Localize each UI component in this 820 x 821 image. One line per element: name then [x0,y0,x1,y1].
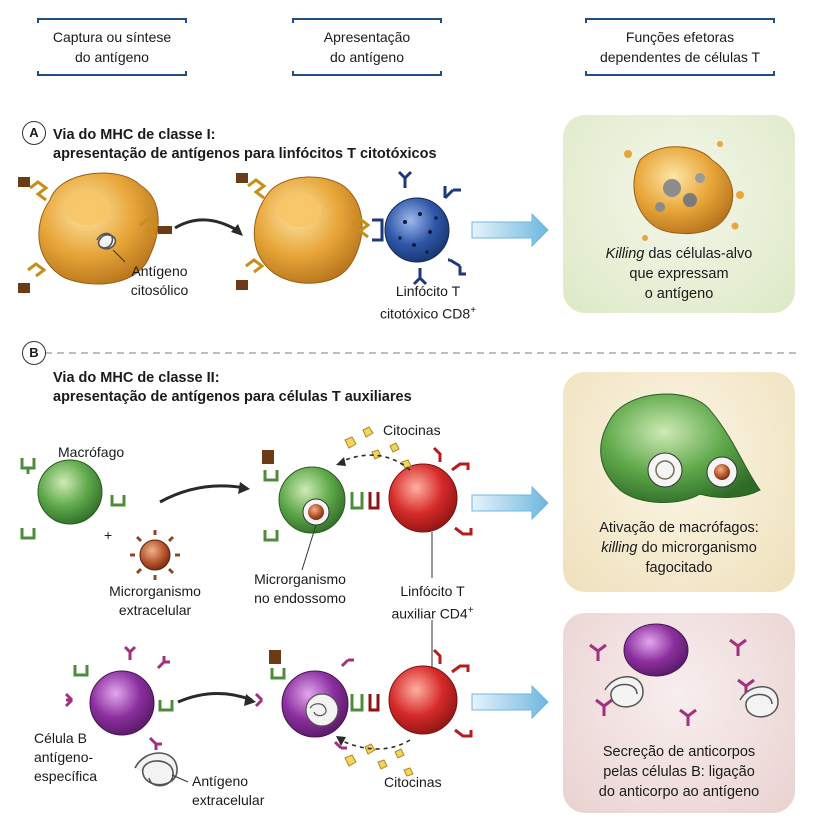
mhc-class-ii-molecules-b1 [20,458,126,540]
b-cell-b2 [281,670,349,738]
macrophage-b2 [278,466,346,534]
arrow-b1-effector [471,485,549,521]
cytokine-path-bottom [339,739,411,750]
mhc-class-i-molecules-a1 [18,177,172,293]
apc-cell-a2 [253,176,363,284]
antibodies [589,638,755,726]
activated-macrophage [600,393,761,503]
b-cell-receptors-b1 [64,645,174,750]
mhc-class-ii-molecules-b2 [262,450,364,542]
section-b-title: Via do MHC de classe II: apresentação de… [53,370,412,405]
label-extracellular-antigen: Antígeno extracelular [192,773,265,808]
helper-t-cell-b1 [388,463,458,533]
label-helper-t-cell: Linfócito T auxiliar CD4+ [391,583,474,622]
arrow-b2-effector [471,684,549,720]
cytosolic-antigen-a [96,232,117,250]
cytokines-bottom [344,743,414,777]
label-endosome-microbe: Microrganismo no endossomo [254,571,346,606]
ctl-receptors [397,170,466,286]
label-plus: + [104,527,113,543]
badge-b: B [22,341,46,365]
tcr-cd4-b2 [368,694,380,712]
cytotoxic-t-cell [384,197,450,263]
b-cell-b1 [89,670,155,736]
tcr-cd8-a [372,218,384,242]
helper-t-cell-b2 [388,665,458,735]
label-extracellular-microbe: Microrganismo extracelular [109,583,201,618]
cytokines-top [344,426,412,469]
helper-receptors-b1 [432,446,473,536]
arrow-b2-capture [177,691,253,704]
extracellular-microbe [130,530,180,580]
plasma-cell [623,623,689,677]
apc-cell-a1 [38,172,159,285]
cytokine-path-top [339,454,411,471]
label-cytokines-bottom: Citocinas [384,774,442,790]
label-cytotoxic-t-cell: Linfócito T citotóxico CD8+ [379,283,477,322]
label-macrophage: Macrófago [58,444,125,460]
section-a-title: Via do MHC de classe I: apresentação de … [53,127,437,162]
dying-target-cell [624,141,744,241]
badge-a: A [22,121,46,145]
tcr-cd4-b [368,492,380,510]
arrow-b1-capture [159,484,246,504]
label-antibody-secretion: Secreção de anticorpos pelas células B: … [598,744,760,800]
mhc-class-i-molecules-a2 [236,173,371,290]
label-killing: Killing das células-alvo que expressam o… [605,246,753,302]
label-b-cell: Célula B antígeno- específica [34,730,98,784]
macrophage-b1 [37,459,103,525]
bound-antigens [604,676,779,718]
extracellular-antigen [134,752,178,787]
arrow-a-capture [174,218,241,234]
arrow-a-effector [471,212,549,248]
label-cytokines-top: Citocinas [383,422,441,438]
helper-receptors-b2 [432,648,473,738]
label-cytosolic-antigen: Antígeno citosólico [130,263,189,298]
label-macrophage-activation: Ativação de macrófagos: killing do micro… [599,520,759,576]
b-cell-receptors-b2 [254,650,364,750]
